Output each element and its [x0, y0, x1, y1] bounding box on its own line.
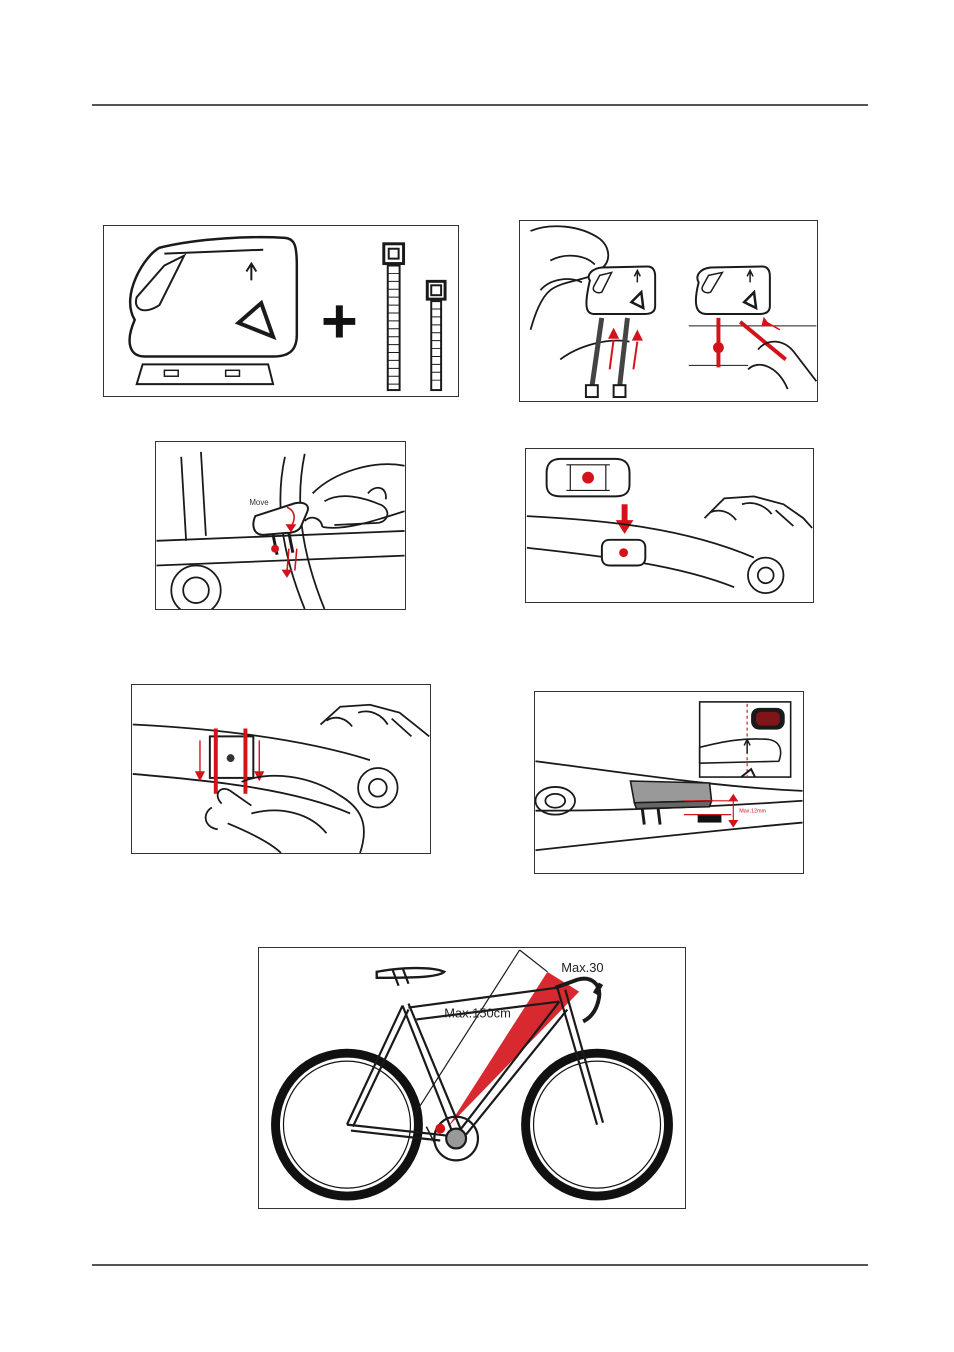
panel-magnet-position [525, 448, 814, 603]
sensor-second-view [689, 266, 817, 365]
crank-arm [527, 496, 812, 593]
panel-bike-range: Max.30 Max.150cm [258, 947, 686, 1209]
sensor-illustration [130, 237, 297, 384]
cable-tie-long [384, 244, 404, 390]
panel-tighten-ties [131, 684, 431, 854]
gap-label: Max.12mm [739, 809, 766, 815]
angle-label: Max.30 [561, 960, 603, 975]
sensor-with-ties [586, 266, 655, 397]
sensor-dot [435, 1124, 445, 1134]
magnet-small [602, 540, 645, 566]
top-rule [92, 104, 868, 106]
magnet-dot [227, 754, 235, 762]
hand [206, 776, 364, 853]
crank-arm [133, 705, 429, 814]
hand-right [305, 464, 405, 528]
panel-move-sensor: Move [155, 441, 406, 610]
plus-sign: + [321, 287, 358, 357]
move-label: Move [249, 498, 269, 507]
distance-label: Max.150cm [444, 1005, 511, 1020]
magnet-block [698, 815, 722, 823]
panel-gap-check: Max.12mm [534, 691, 804, 874]
down-arrow [616, 504, 634, 534]
sensor-moving [253, 503, 308, 555]
magnet-large [547, 459, 630, 497]
panel-install-ties [519, 220, 818, 402]
bottom-rule [92, 1264, 868, 1266]
cable-tie-short [427, 281, 445, 390]
hand-right [748, 342, 816, 390]
inset-view [700, 702, 791, 777]
panel-sensor-kit: + [103, 225, 459, 397]
